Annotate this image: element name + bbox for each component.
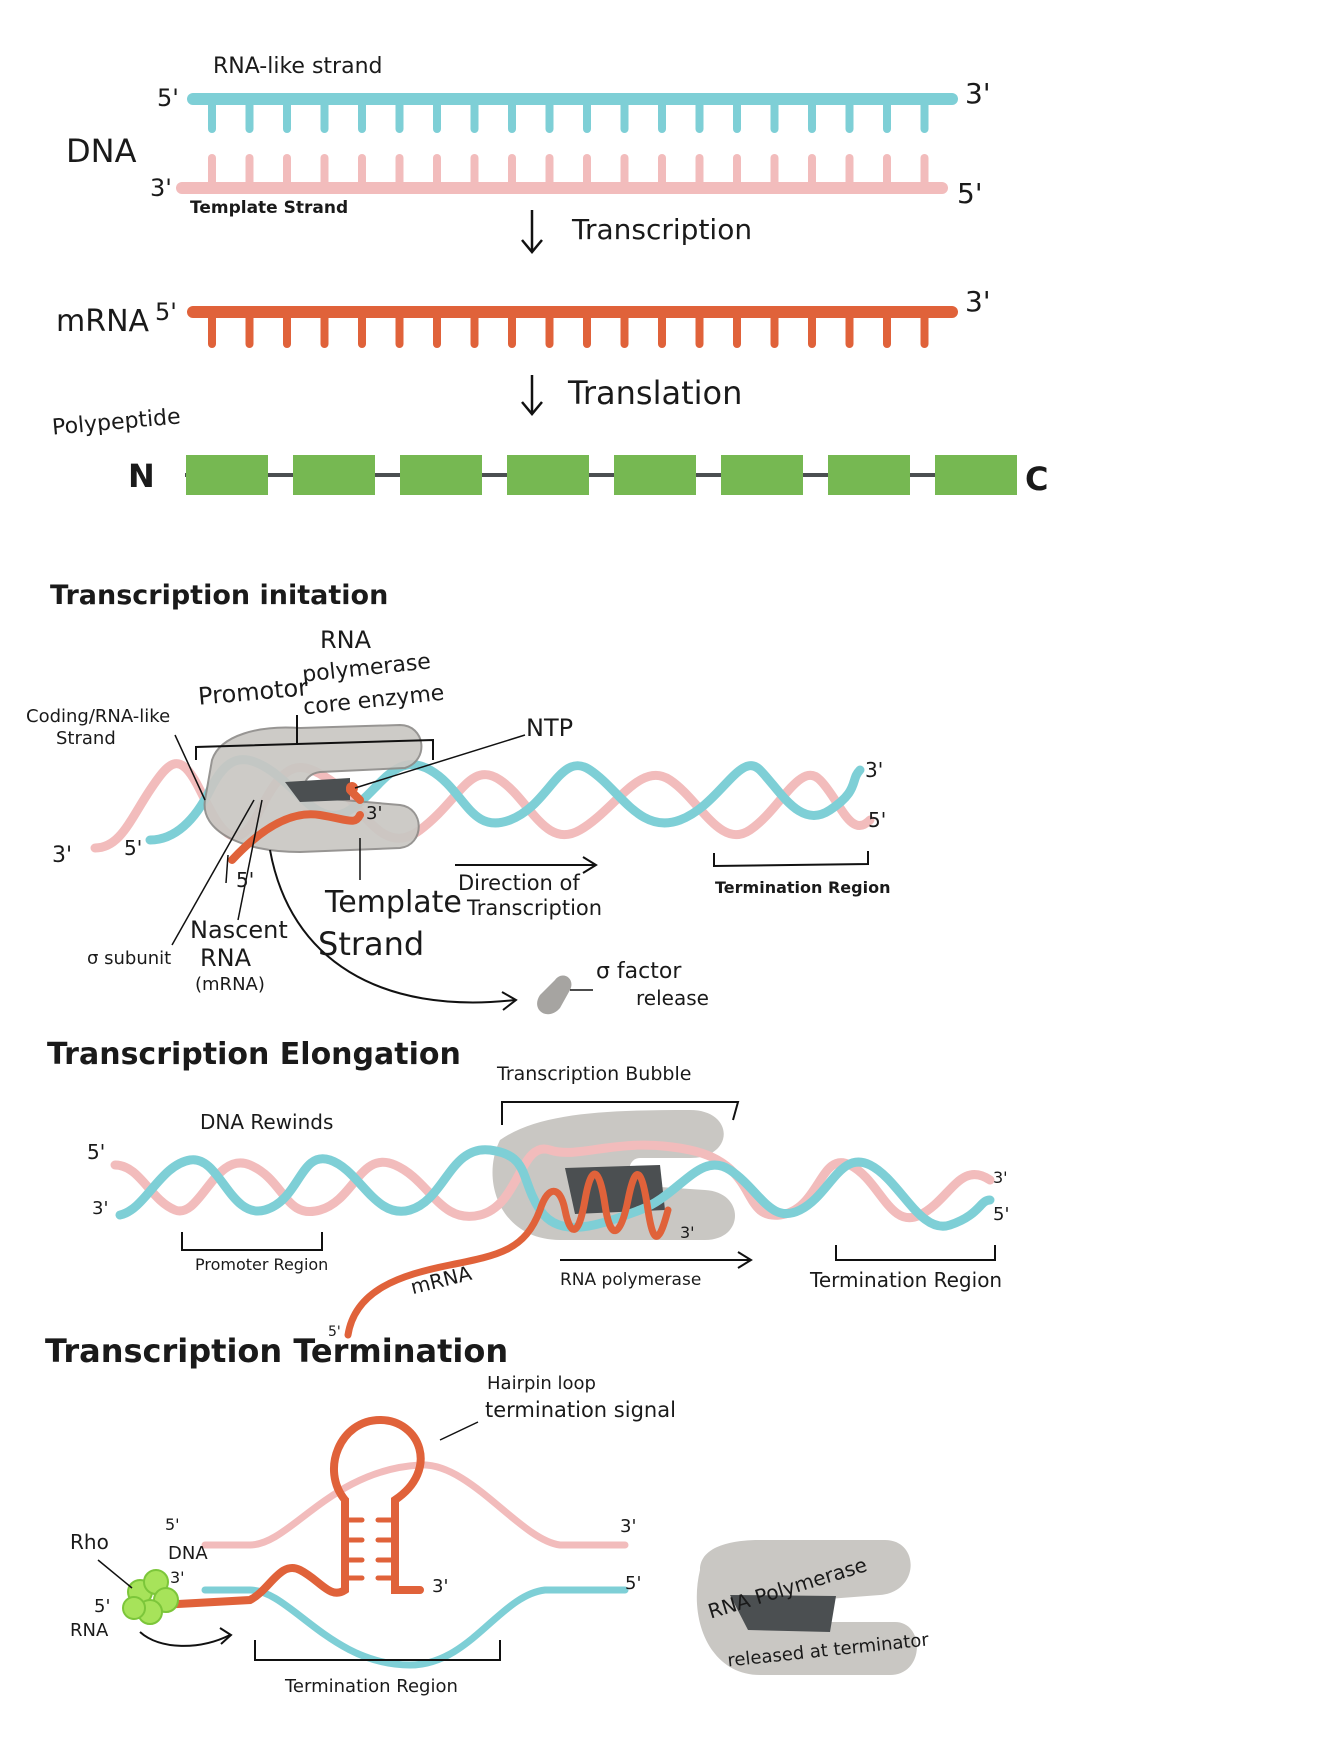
termination-region-bracket [254,1640,501,1661]
dna-bottom-3-label: 3' [150,174,172,202]
rna-like-strand-label: RNA-like strand [213,54,383,79]
initiation-bracket-promotor [195,715,434,760]
sigma-factor [537,975,593,1015]
termination-right-3-label: 3' [620,1516,637,1537]
initiation-polymerase [203,723,423,854]
hairpin-label-2: termination signal [485,1398,676,1422]
translation-arrow [521,375,543,416]
c-terminus-label: C [1025,460,1049,498]
termination-title: Transcription Termination [45,1332,509,1370]
amino-acid-block [293,455,375,495]
amino-acid-block [186,455,268,495]
hairpin-label-1: Hairpin loop [487,1373,596,1394]
amino-acid-block [614,455,696,495]
rna-init-label: RNA [200,944,252,972]
termination-dna-5-label: 5' [165,1515,180,1534]
termination-dna-bottom [201,1586,629,1669]
nascent-rna-5-label: 5' [236,868,255,892]
elongation-left-5-label: 5' [87,1140,106,1164]
mrna-strand [187,306,958,348]
elongation-bracket-bubble [501,1101,740,1125]
translation-label: Translation [568,374,743,412]
elongation-right-5-label: 5' [993,1204,1010,1225]
dna-template-strand [176,154,948,194]
direction-arrow-initiation [455,856,598,874]
termination-right-5-label: 5' [625,1573,642,1594]
rna-polymerase-label-1: RNA [320,626,372,654]
elongation-mrna [344,1170,672,1339]
dna-top-5-label: 5' [157,84,179,112]
sigma-factor-label: σ factor [596,959,682,984]
rho-factor [122,1569,179,1625]
termination-bracket-initiation [713,851,869,868]
elongation-right-3-label: 3' [993,1168,1008,1187]
dna-top-3-label: 3' [965,77,991,110]
amino-acid-block [828,455,910,495]
polypeptide-chain [185,455,1017,495]
sigma-release-arrow [269,849,518,1011]
rho-label: Rho [70,1530,109,1554]
mrna-3-label: 3' [965,285,991,318]
ntp-label: NTP [526,714,574,742]
amino-acid-block [507,455,589,495]
termination-hairpin [156,1415,425,1609]
elongation-direction-arrow [560,1251,753,1269]
initiation-left-3-label: 3' [52,843,73,868]
direction-label-2: Transcription [467,896,603,920]
dna-coding-strand [187,93,958,133]
released-polymerase [696,1540,917,1675]
sigma-subunit-label: σ subunit [87,948,172,969]
coding-strand-label-1: Coding/RNA-like [26,706,171,727]
transcription-arrow [521,210,543,254]
termination-rna-label: RNA [70,1620,109,1641]
amino-acid-block [400,455,482,495]
elongation-title: Transcription Elongation [47,1037,461,1072]
termination-region-label: Termination Region [285,1676,458,1697]
initiation-right-5-label: 5' [868,808,887,832]
transcription-label: Transcription [572,213,753,246]
initiation-pointers [171,734,526,946]
elongation-termination-bracket [835,1245,996,1261]
termination-pointers [97,1421,479,1589]
template-strand-init-label-2: Strand [318,925,425,963]
dna-label: DNA [66,132,137,170]
dna-bottom-5-label: 5' [957,177,983,210]
termination-dna-3-label: 3' [170,1568,185,1587]
template-strand-label: Template Strand [190,198,349,218]
termination-region-elong-label: Termination Region [810,1268,1003,1292]
nascent-label: Nascent [190,916,288,944]
rna-polymerase-elong-label: RNA polymerase [560,1270,702,1290]
template-strand-init-label-1: Template [325,885,462,920]
n-terminus-label: N [128,457,155,495]
rho-arrow [139,1627,233,1647]
transcription-bubble-label: Transcription Bubble [497,1063,692,1085]
termination-rna-5-label: 5' [94,1596,111,1617]
elongation-promoter-bracket [181,1232,323,1251]
termination-rna-3-label: 3' [432,1576,449,1597]
coding-strand-label-2: Strand [56,728,116,749]
direction-label-1: Direction of [458,871,580,895]
initiation-right-3-label: 3' [865,758,884,782]
mrna-paren-label: (mRNA) [195,974,265,995]
amino-acid-block [935,455,1017,495]
termination-dna-label: DNA [168,1543,208,1564]
mrna-5-label: 5' [155,298,177,326]
amino-acid-block [721,455,803,495]
mrna-label: mRNA [56,304,150,339]
sigma-release-label: release [636,986,709,1010]
dna-rewinds-label: DNA Rewinds [200,1110,334,1134]
initiation-left-5-label: 5' [124,836,143,860]
elongation-rna-3-label: 3' [680,1223,695,1242]
promoter-region-label: Promoter Region [195,1255,329,1274]
nascent-rna-3-label: 3' [366,803,383,824]
hairpin-rungs [342,1517,398,1581]
initiation-title: Transcription initation [50,580,389,611]
termination-region-init-label: Termination Region [715,878,891,897]
elongation-mrna-5-label: 5' [328,1324,341,1340]
elongation-left-3-label: 3' [92,1198,109,1219]
